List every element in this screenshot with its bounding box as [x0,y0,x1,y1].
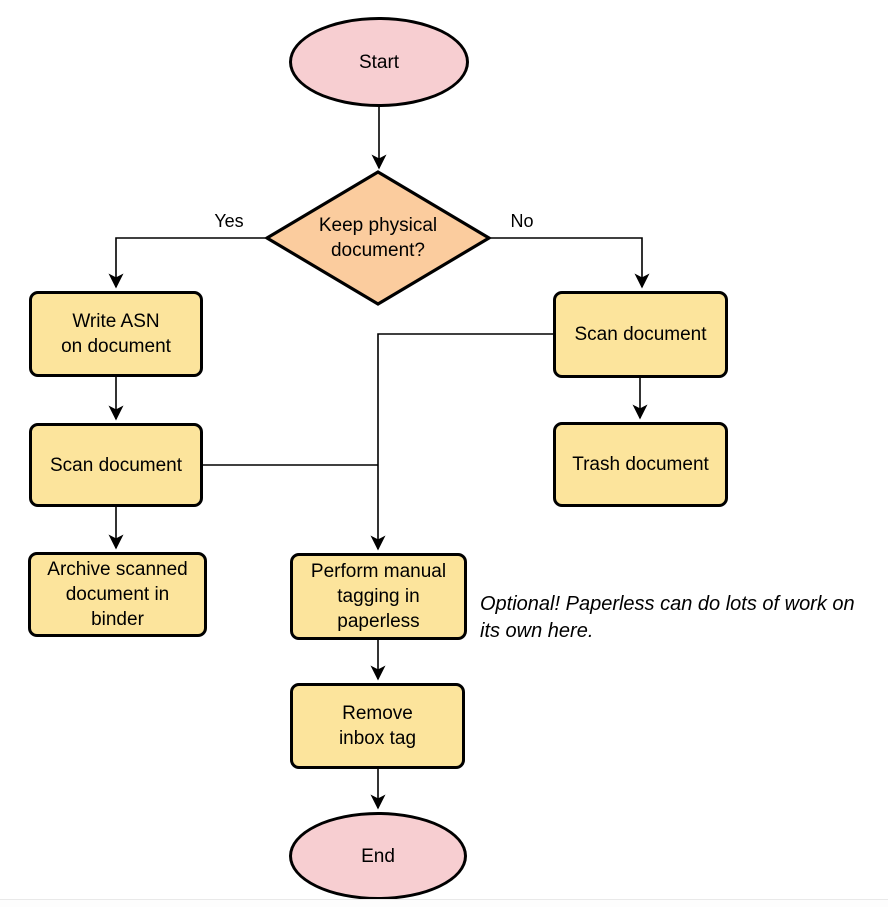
node-decision-label: Keep physical document? [318,215,438,261]
node-end-label: End [361,845,395,867]
node-write-asn: Write ASN on document [29,291,203,377]
node-archive: Archive scanned document in binder [28,552,207,637]
edge-label-yes: Yes [202,211,256,231]
node-decision: Keep physical document? [278,206,478,270]
decision-diamond-shape [263,170,493,306]
node-scan-right: Scan document [553,291,728,378]
node-scan-left-label: Scan document [49,454,183,476]
node-start-label: Start [358,51,400,73]
node-end: End [289,812,467,900]
node-trash-label: Trash document [572,454,709,475]
node-write-asn-label: Write ASN on document [61,311,171,357]
edge-scan-right-to-perform-tagging [370,333,553,551]
node-perform-tagging-label: Perform manual tagging in paperless [310,561,447,632]
node-start: Start [289,17,469,107]
edge-decision-no-to-scan-right [491,237,650,289]
node-scan-right-label: Scan document [574,324,707,345]
edge-decision-yes-to-write-asn [108,237,265,289]
node-archive-label: Archive scanned document in binder [47,559,188,630]
bottom-divider [0,899,888,900]
optional-note: Optional! Paperless can do lots of work … [480,593,855,642]
node-scan-left: Scan document [29,423,203,507]
node-perform-tagging: Perform manual tagging in paperless [290,553,467,640]
node-remove-inbox-label: Remove inbox tag [338,703,417,749]
bottom-strip [0,900,888,907]
node-trash: Trash document [553,422,728,507]
node-remove-inbox: Remove inbox tag [290,683,465,769]
edge-label-no: No [495,211,549,231]
